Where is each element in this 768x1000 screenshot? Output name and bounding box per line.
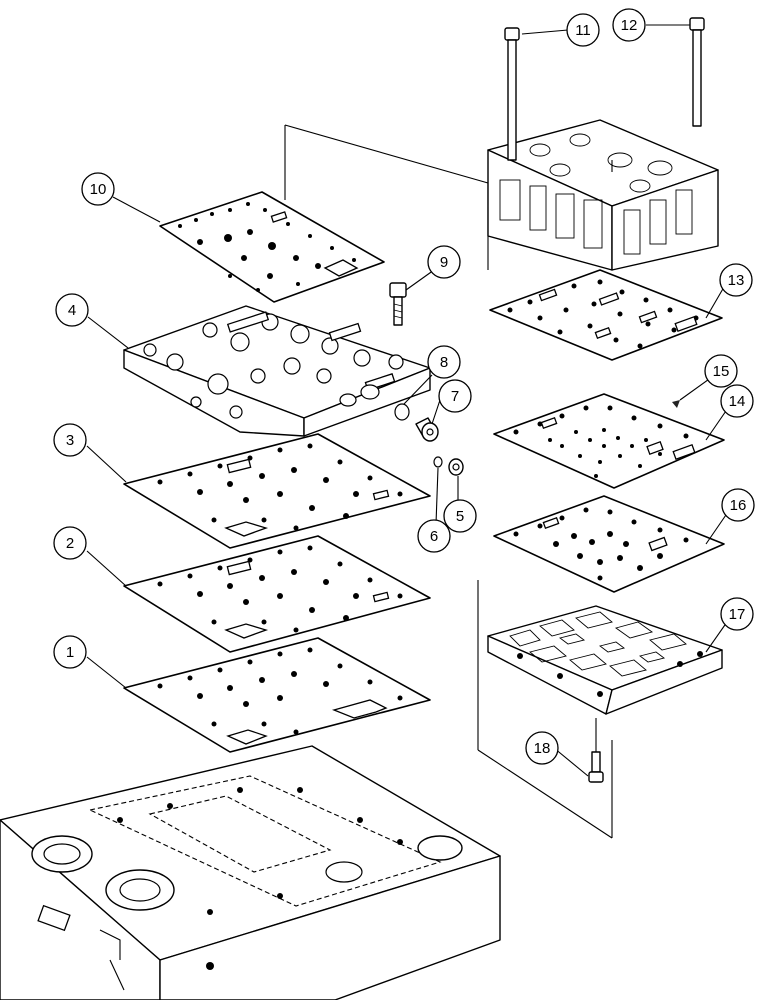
callout-16-label: 16 (730, 497, 747, 514)
callout-17: 17 (720, 597, 754, 631)
lower-valve-body-17 (487, 605, 723, 715)
callout-12: 12 (612, 8, 646, 42)
callout-18-label: 18 (534, 740, 551, 757)
gasket-plate-2 (123, 535, 431, 653)
callout-2-label: 2 (66, 535, 74, 552)
callout-17-label: 17 (729, 606, 746, 623)
callout-7: 7 (438, 379, 472, 413)
callout-7-label: 7 (451, 388, 459, 405)
callout-12-label: 12 (621, 17, 638, 34)
callout-11-label: 11 (575, 22, 591, 39)
gasket-plate-1 (123, 637, 431, 753)
callout-15-label: 15 (713, 363, 730, 380)
gasket-plate-3 (123, 433, 431, 549)
check-ball-15 (672, 400, 680, 408)
bolt-11 (504, 27, 520, 161)
callout-4: 4 (55, 293, 89, 327)
upper-valve-body (487, 119, 719, 271)
bolt-12 (689, 17, 705, 127)
callout-5-label: 5 (456, 508, 464, 525)
callout-8-label: 8 (440, 354, 448, 371)
callout-5: 5 (443, 499, 477, 533)
transmission-housing (0, 745, 501, 1000)
callout-14: 14 (720, 384, 754, 418)
separator-plate-16 (493, 495, 725, 593)
callout-13: 13 (719, 263, 753, 297)
bolt-18 (588, 718, 604, 783)
callout-14-label: 14 (729, 393, 746, 410)
callout-11: 11 (566, 13, 600, 47)
callout-6-label: 6 (430, 528, 438, 545)
callout-6: 6 (417, 519, 451, 553)
callout-8: 8 (427, 345, 461, 379)
separator-plate-10 (159, 191, 385, 303)
callout-10-label: 10 (90, 181, 107, 198)
callout-1-label: 1 (66, 644, 74, 661)
separator-plate-14 (493, 393, 725, 489)
o-ring-8 (394, 403, 410, 421)
callout-1: 1 (53, 635, 87, 669)
callout-4-label: 4 (68, 302, 76, 319)
callout-16: 16 (721, 488, 755, 522)
callout-9: 9 (427, 245, 461, 279)
plug-5 (448, 458, 464, 476)
callout-10: 10 (81, 172, 115, 206)
callout-3: 3 (53, 423, 87, 457)
plug-7 (415, 417, 439, 442)
callout-3-label: 3 (66, 432, 74, 449)
ring-6 (433, 456, 443, 468)
callout-2: 2 (53, 526, 87, 560)
callout-9-label: 9 (440, 254, 448, 271)
valve-body-4 (123, 305, 431, 437)
callout-15: 15 (704, 354, 738, 388)
callout-18: 18 (525, 731, 559, 765)
callout-13-label: 13 (728, 272, 745, 289)
separator-plate-13 (489, 269, 723, 361)
leader-lines (86, 24, 729, 777)
bolt-9 (389, 282, 407, 326)
